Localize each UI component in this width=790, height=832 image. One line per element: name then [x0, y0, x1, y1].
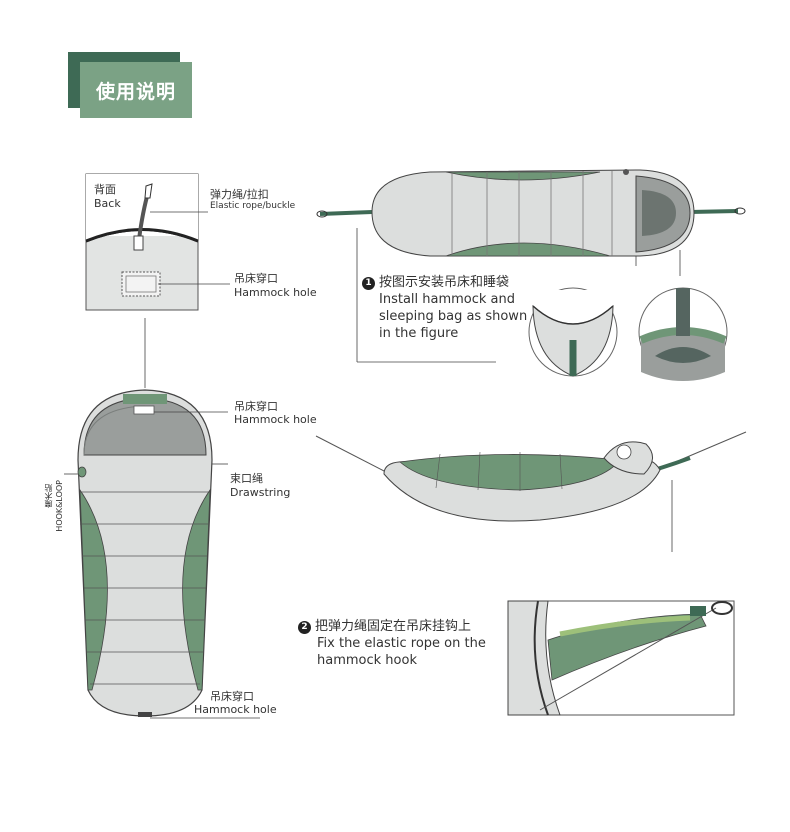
back-detail-figure: [85, 173, 230, 388]
hammock-side-view: [315, 431, 747, 552]
page-title: 使用说明: [80, 62, 192, 118]
step-2-cn: 把弹力绳固定在吊床挂钩上: [315, 619, 472, 634]
drawstring-label-cn: 束口绳: [230, 472, 263, 485]
step-1-instruction: 1 按图示安装吊床和睡袋 Install hammock and sleeping…: [362, 274, 542, 342]
hook-loop-label-cn: 魔术贴: [44, 484, 53, 508]
back-hole-label-en: Hammock hole: [234, 286, 317, 299]
step-1-cn: 按图示安装吊床和睡袋: [379, 275, 510, 290]
hook-loop-label-en: HOOK&LOOP: [55, 480, 64, 532]
elastic-label-en: Elastic rope/buckle: [210, 201, 296, 211]
step-2-number: 2: [298, 621, 311, 634]
front-hole-top-cn: 吊床穿口: [234, 400, 278, 413]
step-1-number: 1: [362, 277, 375, 290]
back-label-cn: 背面: [94, 183, 116, 196]
hammock-top-view: [316, 169, 746, 363]
detail-circle-1: [528, 287, 618, 377]
step-1-en-2: sleeping bag as shown: [379, 309, 528, 324]
hook-detail-figure: [507, 600, 735, 716]
step-2-instruction: 2 把弹力绳固定在吊床挂钩上 Fix the elastic rope on th…: [298, 618, 498, 669]
title-badge: 使用说明: [68, 52, 192, 118]
back-label-en: Back: [94, 197, 121, 210]
drawstring-label-en: Drawstring: [230, 486, 291, 499]
front-hole-top-en: Hammock hole: [234, 413, 317, 426]
elastic-label-cn: 弹力绳/拉扣: [210, 188, 269, 201]
front-hole-bottom-cn: 吊床穿口: [210, 690, 254, 703]
detail-circle-2: [638, 287, 728, 381]
front-hole-bottom-en: Hammock hole: [194, 703, 277, 716]
back-hole-label-cn: 吊床穿口: [234, 272, 278, 285]
step-1-en-1: Install hammock and: [379, 292, 516, 307]
step-2-en-2: hammock hook: [317, 653, 417, 668]
step-2-en-1: Fix the elastic rope on the: [317, 636, 486, 651]
step-1-en-3: in the figure: [379, 326, 459, 341]
sleeping-bag-front-view: [64, 389, 260, 719]
